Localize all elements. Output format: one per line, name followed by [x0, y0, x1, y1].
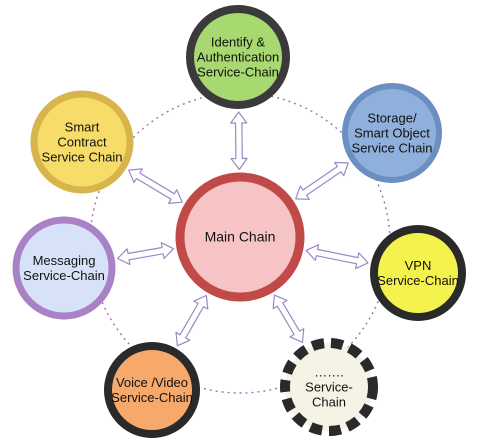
label-line: Service-Chain [377, 273, 459, 288]
label-line: Service Chain [352, 141, 433, 156]
node-circle-identify [186, 5, 290, 109]
main-chain-node: Main Chain [175, 172, 305, 302]
arrow-main-to-voice [175, 294, 209, 347]
label-line: Service- [305, 380, 353, 395]
main-chain-label: Main Chain [205, 229, 276, 245]
node-circle-voice [104, 342, 200, 438]
connector-arrows [117, 111, 369, 347]
label-line: Smart [65, 120, 100, 135]
label-line: Service Chain [42, 150, 123, 165]
label-line: Service-Chain [197, 65, 279, 80]
node-other: …….Service-Chain [280, 338, 378, 436]
label-line: Smart Object [354, 126, 430, 141]
label-line: Service-Chain [111, 390, 193, 405]
label-line: Voice /Video [116, 375, 188, 390]
node-circle-storage [342, 83, 442, 183]
node-label-other: …….Service-Chain [305, 365, 353, 410]
label-line: Chain [312, 395, 346, 410]
label-line: Messaging [33, 253, 96, 268]
label-line: Authentication [197, 50, 279, 65]
main-chain-circle [175, 172, 305, 302]
label-line: Storage/ [367, 111, 417, 126]
label-line: Service-Chain [23, 268, 105, 283]
arrow-main-to-identify [230, 111, 248, 171]
label-line: Main Chain [205, 229, 276, 245]
label-line: ……. [314, 365, 344, 380]
arrow-main-to-vpn [305, 244, 369, 270]
node-circle-messaging [12, 216, 116, 320]
label-line: VPN [405, 258, 432, 273]
arrow-main-to-storage [295, 161, 349, 200]
node-circle-smart [30, 90, 134, 194]
arrow-main-to-messaging [117, 242, 175, 266]
arrow-main-to-smart [128, 168, 183, 204]
label-line: Contract [57, 135, 107, 150]
node-circle-vpn [370, 225, 466, 321]
arrow-main-to-other [272, 294, 305, 343]
label-line: Identify & [211, 35, 266, 50]
node-circle-other [280, 338, 378, 436]
